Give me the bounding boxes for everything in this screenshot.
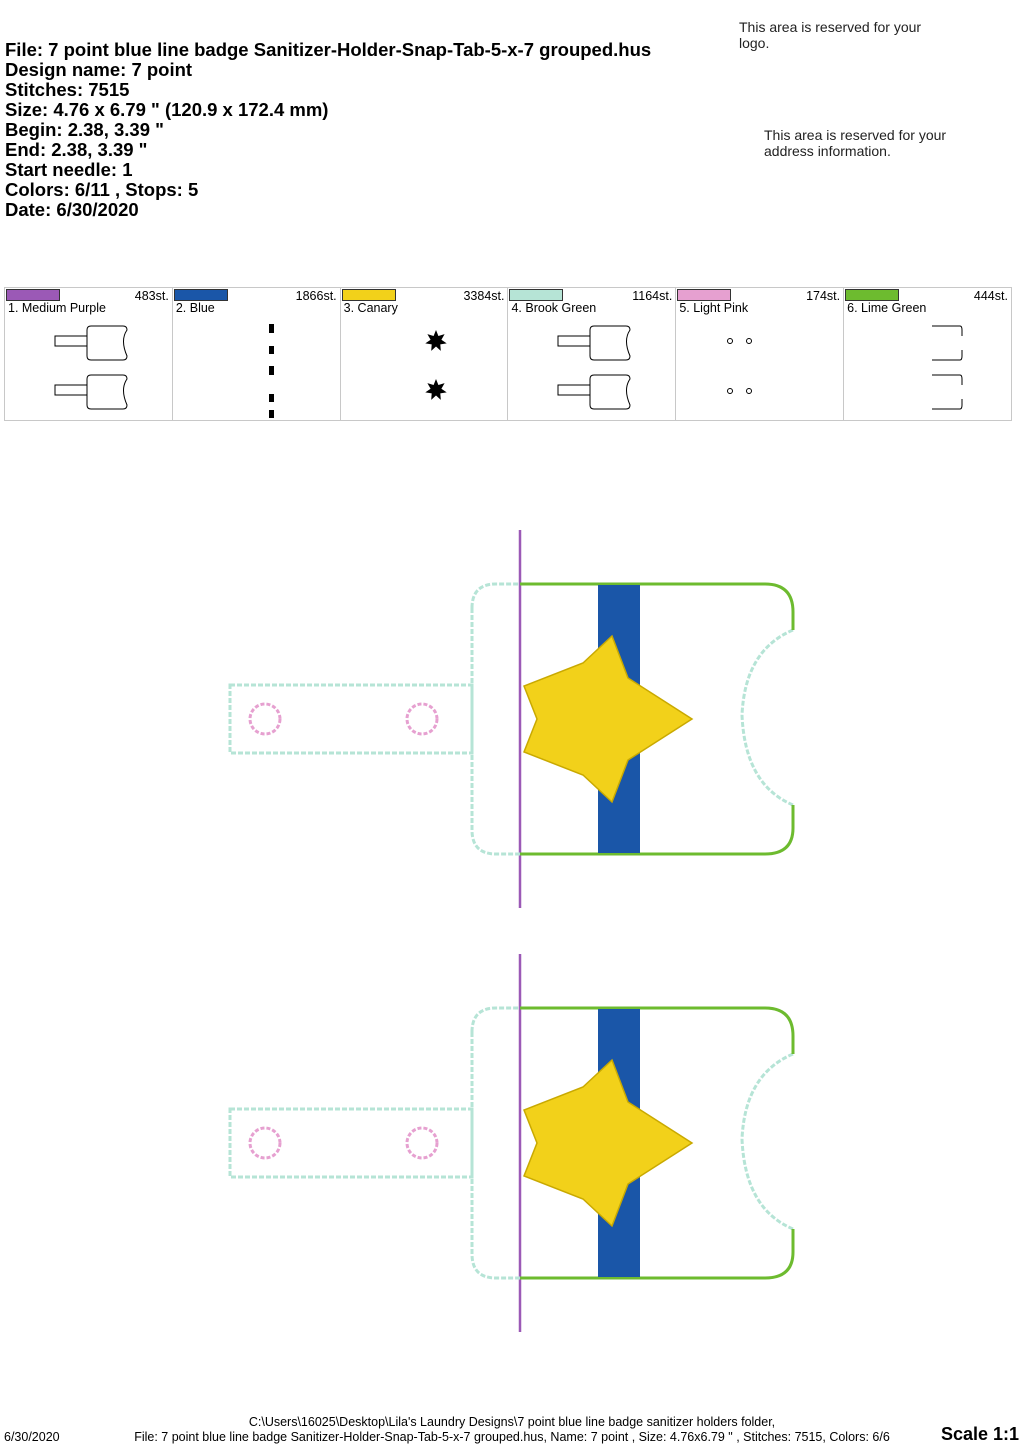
thumb-holder-shape	[589, 325, 631, 361]
start-needle: Start needle: 1	[5, 159, 133, 180]
design-size: Size: 4.76 x 6.79 " (120.9 x 172.4 mm)	[5, 99, 329, 120]
color-swatch	[845, 289, 900, 301]
thumbnail-tab-outline	[557, 325, 631, 410]
address-reserved-note: This area is reserved for your address i…	[764, 127, 947, 159]
design-name: Design name: 7 point	[5, 59, 193, 80]
palette-cell: 1164st. 4. Brook Green	[508, 288, 677, 420]
design-info: File: 7 point blue line badge Sanitizer-…	[5, 40, 651, 220]
thumb-snap-dot	[746, 388, 753, 394]
footer-scale: Scale 1:1	[940, 1424, 1019, 1444]
begin-point: Begin: 2.38, 3.39 "	[5, 119, 164, 140]
thumb-tab-strap	[557, 335, 591, 347]
thumb-bracket-bottom	[932, 399, 963, 410]
thumb-line-segment	[268, 366, 274, 375]
snap-marker	[405, 702, 439, 736]
snap-marker	[248, 702, 282, 736]
thumb-snap-dot	[727, 338, 734, 344]
footer-info: C:\Users\16025\Desktop\Lila's Laundry De…	[0, 1415, 1024, 1445]
holder-opening-outline	[740, 1052, 794, 1231]
file-name: File: 7 point blue line badge Sanitizer-…	[5, 39, 652, 60]
stitch-count: Stitches: 7515	[5, 79, 130, 100]
thumb-tab-shape	[557, 325, 631, 361]
thumb-line-segment	[268, 410, 274, 418]
thumb-tab-strap	[54, 335, 88, 347]
footer-date: 6/30/2020	[4, 1430, 60, 1444]
color-swatch	[6, 289, 60, 301]
color-name: 4. Brook Green	[511, 301, 597, 315]
palette-cell: 444st. 6. Lime Green	[844, 288, 1011, 420]
snap-tab-outline	[228, 1107, 474, 1179]
holder-edge-outline	[520, 582, 795, 856]
thumbnail-dots	[727, 338, 753, 394]
design-preview	[228, 530, 795, 1332]
thumb-star	[424, 330, 447, 351]
thumb-star	[424, 379, 447, 400]
color-name: 5. Light Pink	[679, 301, 749, 315]
thumb-tab-shape	[54, 325, 128, 361]
color-name: 6. Lime Green	[847, 301, 927, 315]
stitch-count-label: 1866st.	[295, 289, 337, 303]
stitch-count-label: 483st.	[134, 289, 169, 303]
stitch-count-label: 3384st.	[463, 289, 505, 303]
color-swatch	[341, 289, 396, 301]
holder-edge-outline	[520, 1006, 795, 1280]
palette-cell: 1866st. 2. Blue	[173, 288, 341, 420]
thumb-tab-strap	[54, 384, 88, 396]
thumb-holder-shape	[86, 374, 128, 410]
thumb-tab-shape	[557, 374, 631, 410]
palette-cell: 174st. 5. Light Pink	[676, 288, 845, 420]
color-name: 2. Blue	[175, 301, 215, 315]
color-swatch	[509, 289, 564, 301]
thumbnail-bracket	[932, 325, 963, 410]
footer-folder-path: C:\Users\16025\Desktop\Lila's Laundry De…	[248, 1415, 776, 1429]
snap-tab-outline	[228, 683, 474, 755]
color-name: 1. Medium Purple	[8, 301, 106, 315]
seven-point-star	[523, 634, 694, 804]
thumb-bracket-top	[932, 374, 963, 385]
thumb-bracket-bottom	[932, 350, 963, 361]
thumb-tab-strap	[557, 384, 591, 396]
thumb-line-segment	[268, 346, 274, 354]
thumbnail-tab-outline	[54, 325, 128, 410]
holder-opening-outline	[740, 628, 794, 807]
thumb-tab-shape	[54, 374, 128, 410]
thumb-line-segment	[268, 324, 274, 333]
logo-reserved-note: This area is reserved for your logo.	[739, 19, 922, 51]
color-palette: 483st. 1. Medium Purple 1866st. 2. Blue …	[4, 287, 1012, 421]
snap-marker	[405, 1126, 439, 1160]
thumb-snap-dot	[727, 388, 734, 394]
snap-marker	[248, 1126, 282, 1160]
thumbnail-star	[424, 330, 447, 400]
thumbnail-line	[268, 324, 274, 418]
color-swatch	[677, 289, 732, 301]
design-date: Date: 6/30/2020	[5, 199, 139, 220]
stitch-count-label: 1164st.	[632, 289, 673, 303]
snap-tab-design-bottom	[228, 954, 795, 1332]
color-name: 3. Canary	[343, 301, 398, 315]
seven-point-star	[523, 1058, 694, 1228]
palette-cell: 483st. 1. Medium Purple	[5, 288, 173, 420]
end-point: End: 2.38, 3.39 "	[5, 139, 148, 160]
thumb-bracket-top	[932, 325, 963, 336]
stitch-count-label: 174st.	[806, 289, 841, 303]
palette-cell: 3384st. 3. Canary	[341, 288, 509, 420]
color-swatch	[173, 289, 228, 301]
colors-stops: Colors: 6/11 , Stops: 5	[5, 179, 199, 200]
footer-file-line: File: 7 point blue line badge Sanitizer-…	[134, 1430, 890, 1444]
thumb-holder-shape	[86, 325, 128, 361]
thumb-holder-shape	[589, 374, 631, 410]
thumb-line-segment	[268, 394, 274, 402]
thumb-snap-dot	[746, 338, 753, 344]
stitch-count-label: 444st.	[973, 289, 1008, 303]
snap-tab-design-top	[228, 530, 795, 908]
